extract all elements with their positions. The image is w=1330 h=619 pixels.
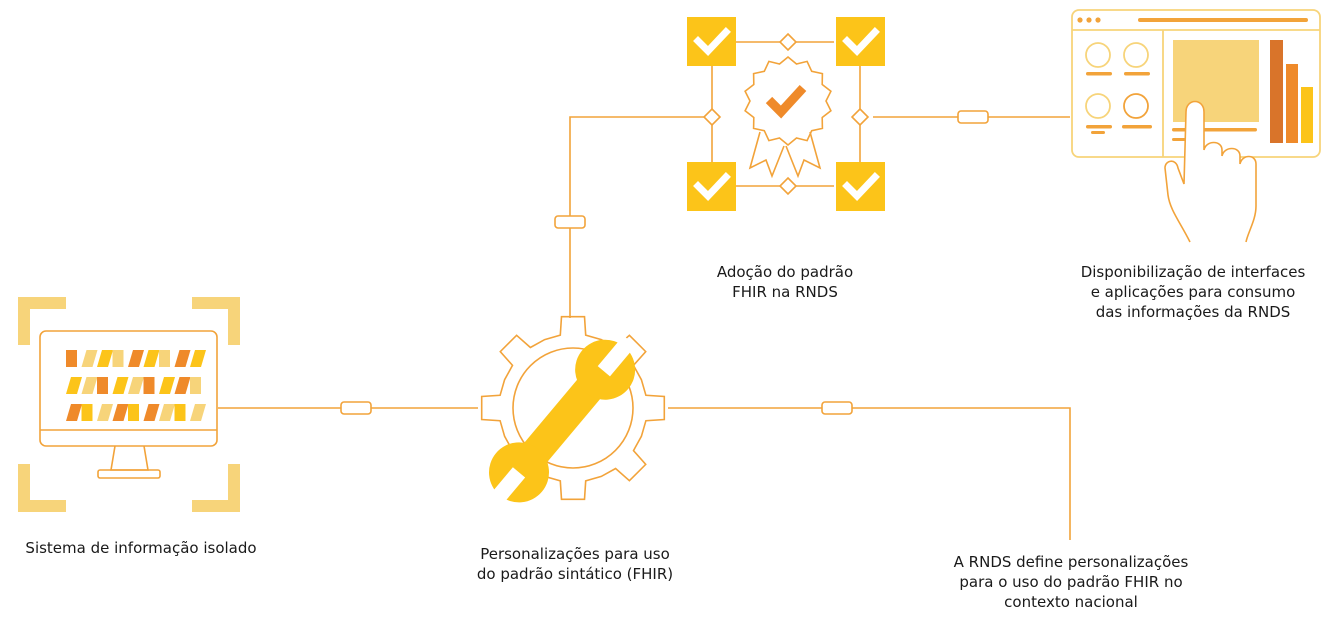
label-line: Adoção do padrão [716, 263, 854, 281]
code-bar [66, 377, 82, 394]
code-bar [174, 350, 191, 367]
code-bar [190, 377, 201, 394]
code-bar [128, 404, 139, 421]
code-bar [81, 350, 98, 367]
code-bar [143, 404, 160, 421]
code-bar [159, 404, 175, 421]
connector-joint [821, 401, 853, 415]
connector-gear-to-note [668, 407, 1071, 540]
code-bar [81, 404, 93, 421]
label-line: e aplicações para consumo [1090, 283, 1296, 301]
code-bar [81, 377, 98, 394]
code-bar [174, 377, 191, 394]
gear-wrench-icon [480, 315, 666, 509]
code-bar [112, 404, 129, 421]
monitor-data-icon [18, 297, 240, 512]
isolated-system-label: Sistema de informação isolado [0, 538, 282, 558]
label-line: Disponibilização de interfaces [1080, 263, 1306, 281]
code-bar [66, 404, 82, 421]
code-bar [143, 377, 155, 394]
code-bar [128, 377, 144, 394]
dashboard-touch-icon [1071, 9, 1321, 243]
connector-joint [340, 401, 372, 415]
label-line: A RNDS define personalizações [953, 553, 1189, 571]
code-bar [159, 350, 170, 367]
fhir-adoption-label: Adoção do padrão FHIR na RNDS [690, 262, 880, 302]
code-bar [143, 350, 160, 367]
connector-joint [957, 110, 989, 124]
code-bar [190, 350, 206, 367]
connector-joint [554, 215, 586, 229]
code-bar [66, 350, 77, 367]
code-bar [112, 350, 124, 367]
customizations-label: Personalizações para uso do padrão sintá… [440, 544, 710, 584]
label-line: FHIR na RNDS [732, 283, 838, 301]
code-bar [174, 404, 186, 421]
label-line: Sistema de informação isolado [25, 539, 257, 557]
code-bar [159, 377, 175, 394]
rnds-note-label: A RNDS define personalizações para o uso… [925, 552, 1217, 612]
code-bar [128, 350, 144, 367]
connector-gear-to-badge [569, 116, 705, 318]
label-line: contexto nacional [1004, 593, 1138, 611]
code-bar [190, 404, 206, 421]
code-bar [112, 377, 129, 394]
certified-badge-icon [687, 17, 885, 211]
label-line: das informações da RNDS [1095, 303, 1291, 321]
label-line: do padrão sintático (FHIR) [476, 565, 674, 583]
interfaces-label: Disponibilização de interfaces e aplicaç… [1060, 262, 1326, 322]
code-bar [97, 350, 113, 367]
code-bar [97, 404, 113, 421]
code-bar [97, 377, 108, 394]
label-line: para o uso do padrão FHIR no [959, 573, 1183, 591]
label-line: Personalizações para uso [480, 545, 670, 563]
